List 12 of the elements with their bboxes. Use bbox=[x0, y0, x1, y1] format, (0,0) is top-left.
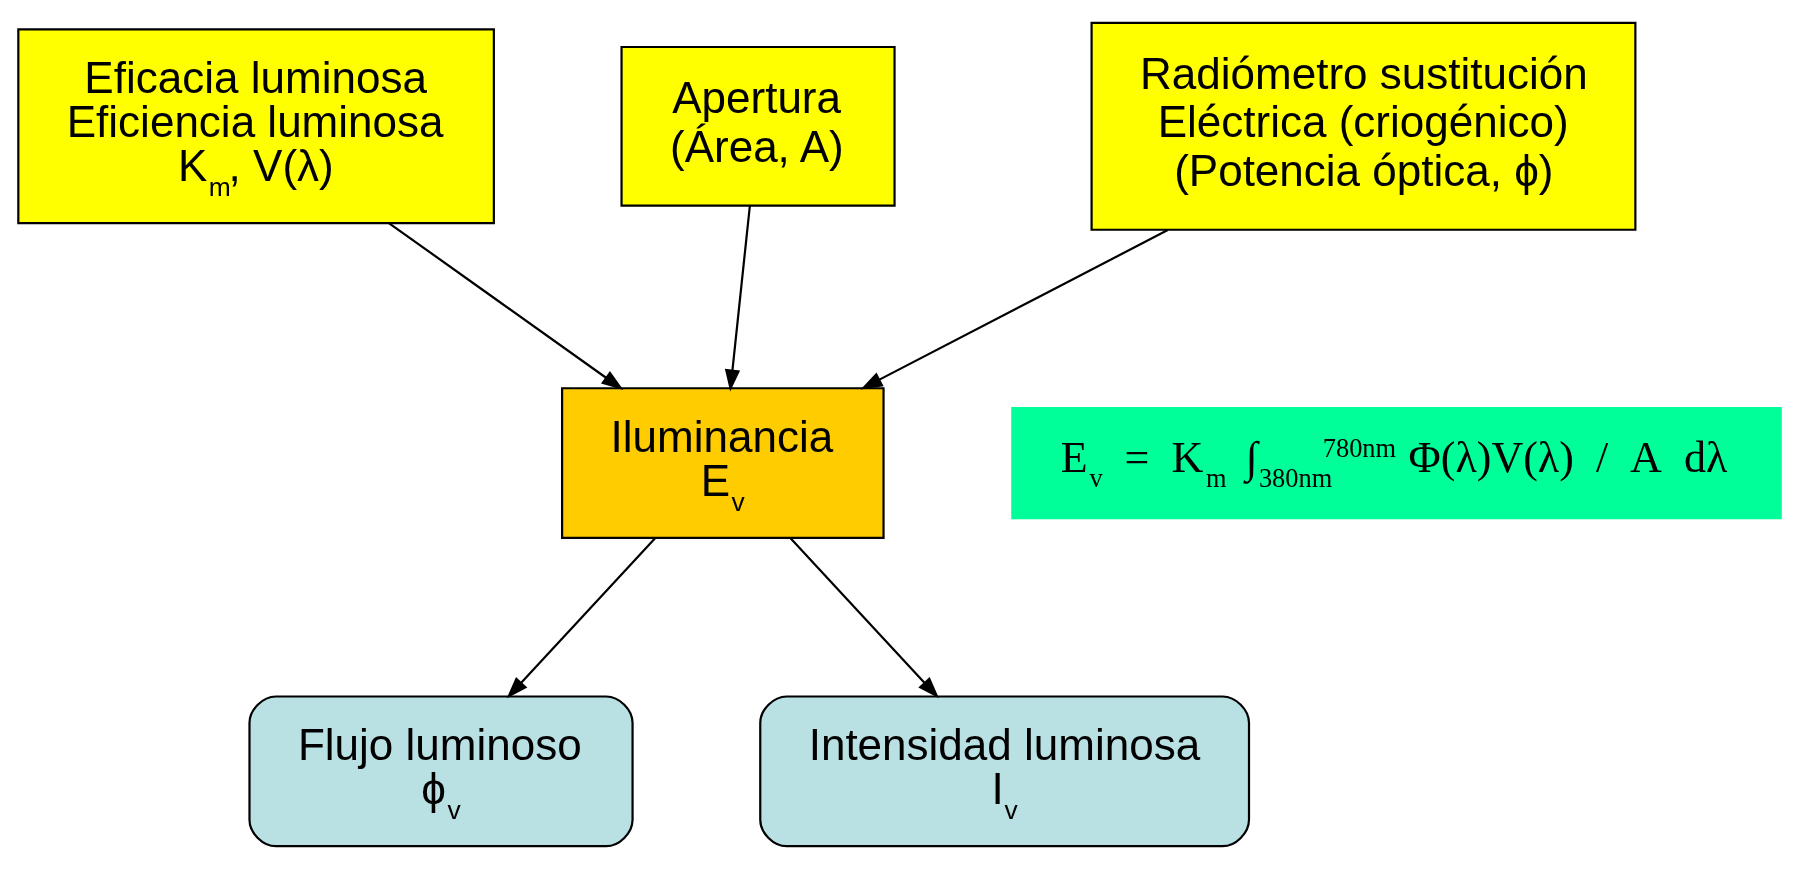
arrow bbox=[724, 205, 751, 392]
node-box: Radiómetro sustitución Eléctrica (criogénico) (Potencia óptica, ϕ) bbox=[1090, 21, 1636, 231]
arrow bbox=[860, 229, 1168, 390]
arrow bbox=[388, 222, 623, 391]
arrow bbox=[789, 537, 939, 699]
node-box: Intensidad luminosa I$_{v}$ bbox=[758, 695, 1250, 848]
node-box: Eficacia luminosa Eficiencia luminosa K$_{m}$, V(λ) bbox=[16, 28, 495, 225]
node-box: E$_{v}$ = K$_{m}$ ∫$_{380nm}$$^{780nm}$ Φ(λ)V(λ) / A dλ bbox=[1010, 406, 1782, 520]
node-box: Apertura (Área, A) bbox=[619, 45, 896, 207]
node-box: Iluminancia E$_{v}$ bbox=[560, 387, 885, 540]
node-box: Flujo luminoso ϕ$_{v}$ bbox=[247, 695, 634, 848]
arrow bbox=[506, 537, 656, 699]
